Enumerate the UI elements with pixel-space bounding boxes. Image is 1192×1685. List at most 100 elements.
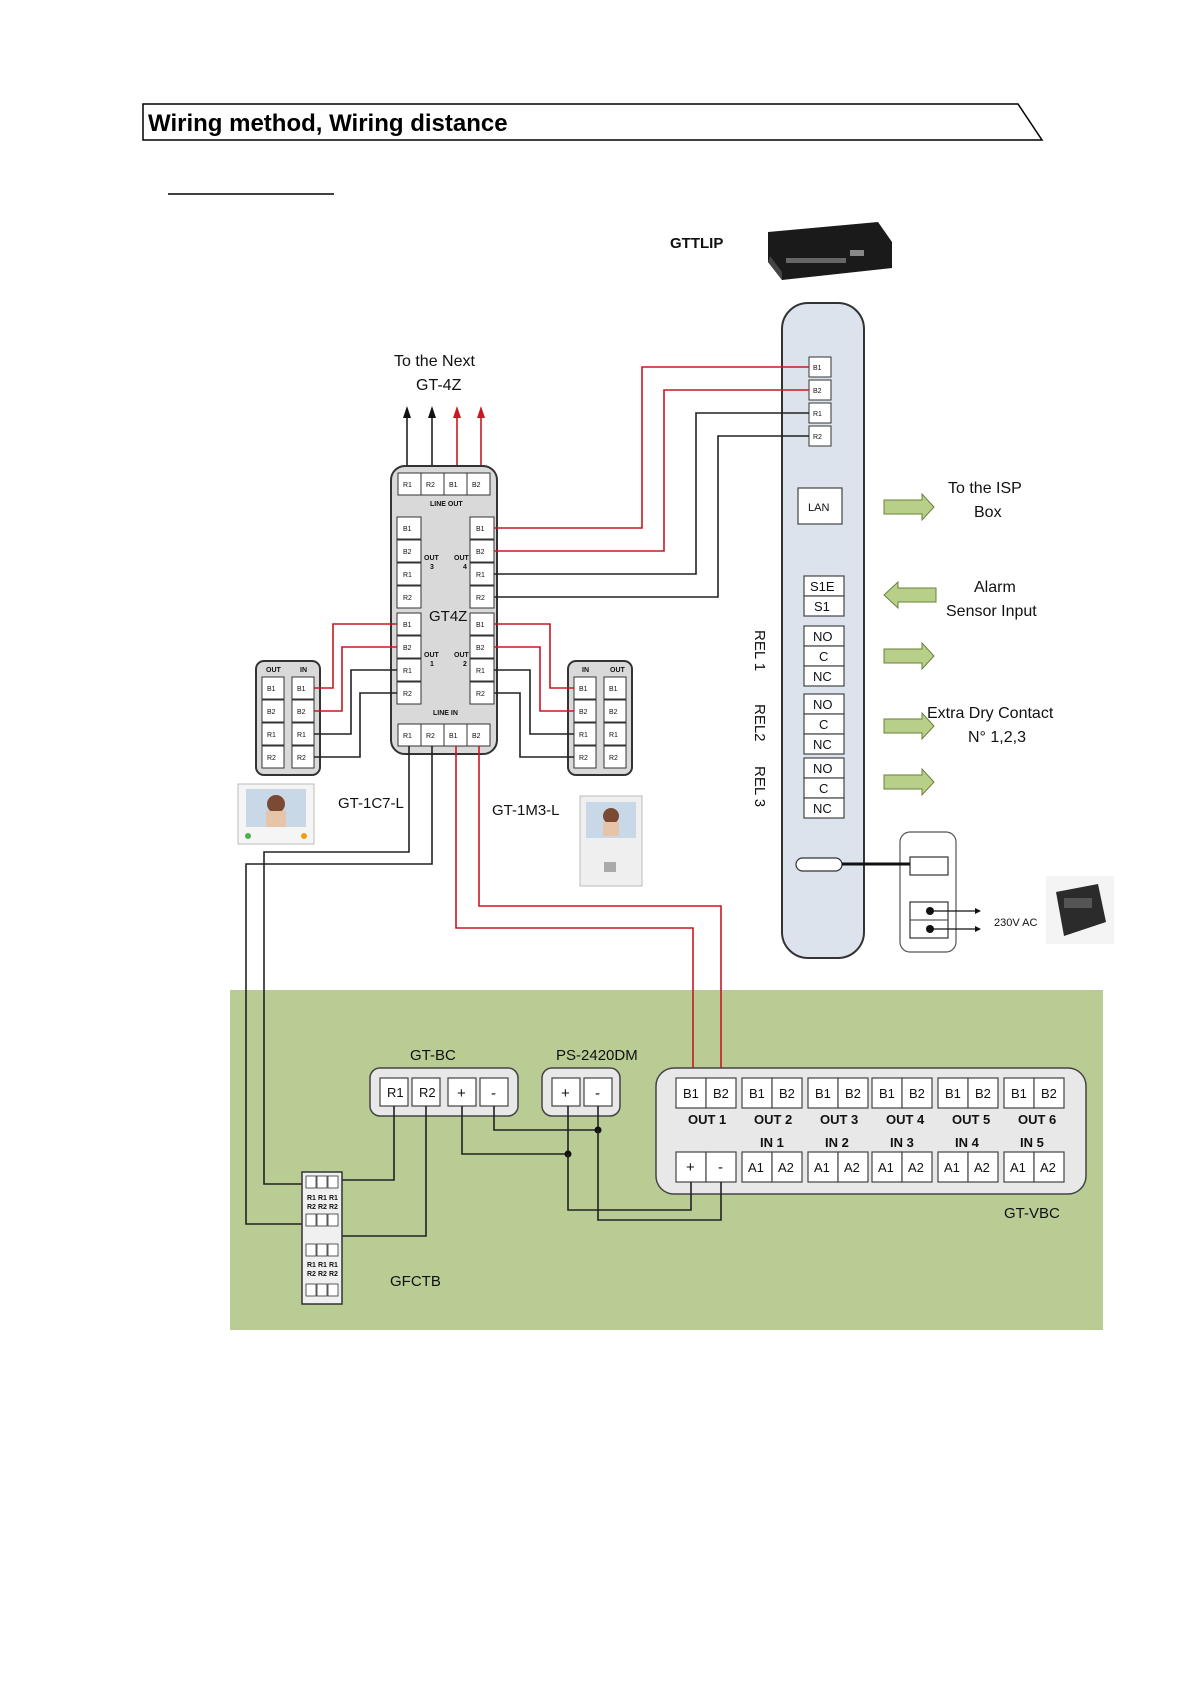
svg-text:R1: R1	[267, 732, 276, 739]
svg-text:R1: R1	[307, 1262, 316, 1269]
gfctb-device	[301, 1171, 343, 1305]
svg-text:B2: B2	[297, 709, 306, 716]
svg-text:B2: B2	[267, 709, 276, 716]
svg-text:R2: R2	[426, 733, 435, 740]
svg-text:B2: B2	[403, 549, 412, 556]
to-next-line2: GT-4Z	[416, 377, 462, 394]
gfctb-top-terminals: R1 R1 R1 R2 R2 R2	[305, 1175, 339, 1227]
svg-text:B1: B1	[449, 482, 458, 489]
right-block-in-label: IN	[582, 667, 589, 674]
out1-num: 1	[430, 661, 434, 668]
alarm-terminals: S1E S1	[803, 575, 845, 617]
svg-text:R2: R2	[297, 755, 306, 762]
svg-text:B1: B1	[813, 365, 822, 372]
svg-text:IN 4: IN 4	[955, 1135, 980, 1150]
svg-text:OUT 6: OUT 6	[1018, 1112, 1056, 1127]
rel1-label: REL 1	[751, 630, 768, 671]
svg-text:R1: R1	[476, 572, 485, 579]
svg-text:B2: B2	[472, 482, 481, 489]
rel3-label: REL 3	[751, 766, 768, 807]
gt4z-line-in-terminals: R1 R2 B1 B2	[397, 723, 491, 747]
svg-text:+: +	[457, 1085, 466, 1102]
out1-label: OUT	[424, 652, 440, 659]
svg-text:A1: A1	[1010, 1160, 1026, 1175]
svg-text:R1: R1	[297, 732, 306, 739]
svg-text:NO: NO	[813, 697, 833, 712]
right-block-out-label: OUT	[610, 667, 626, 674]
alarm-label-line2: Sensor Input	[946, 603, 1037, 620]
left-block-in-label: IN	[300, 667, 307, 674]
isp-label-line2: Box	[974, 504, 1002, 521]
svg-text:IN 3: IN 3	[890, 1135, 914, 1150]
svg-text:A1: A1	[944, 1160, 960, 1175]
lan-port[interactable]	[797, 487, 843, 525]
svg-text:A1: A1	[748, 1160, 764, 1175]
svg-text:OUT 3: OUT 3	[820, 1112, 858, 1127]
svg-text:A2: A2	[974, 1160, 990, 1175]
svg-text:R2: R2	[813, 434, 822, 441]
arrow-left-icon	[883, 580, 937, 610]
power-adapter-icon	[1046, 876, 1114, 944]
svg-text:B2: B2	[813, 388, 822, 395]
left-block-terminals: B1 B2 R1 R2 B1 B2 R1 R2	[261, 676, 315, 769]
svg-text:IN 2: IN 2	[825, 1135, 849, 1150]
out4-num: 4	[463, 564, 467, 571]
out2-num: 2	[463, 661, 467, 668]
page-title: Wiring method, Wiring distance	[148, 110, 508, 137]
svg-text:B1: B1	[945, 1086, 961, 1101]
right-block-terminals: B1 B2 R1 R2 B1 B2 R1 R2	[573, 676, 627, 769]
svg-text:A2: A2	[778, 1160, 794, 1175]
relay-3-terminals: NO C NC	[803, 757, 845, 819]
svg-text:R1: R1	[318, 1195, 327, 1202]
line-out-label: LINE OUT	[430, 501, 463, 508]
svg-text:B1: B1	[297, 686, 306, 693]
svg-text:R2: R2	[476, 595, 485, 602]
gt4z-label: GT4Z	[429, 608, 467, 625]
arrow-right-icon	[883, 767, 935, 797]
rel2-label: REL2	[751, 704, 768, 742]
svg-text:R2: R2	[267, 755, 276, 762]
isp-label-line1: To the ISP	[948, 480, 1022, 497]
gtvbc-out-labels: OUT 1 OUT 2 OUT 3 OUT 4 OUT 5 OUT 6	[688, 1112, 1056, 1127]
svg-text:S1E: S1E	[810, 579, 835, 594]
gt4z-right-terminals: B1 B2 R1 R2 B1 B2 R1 R2	[469, 516, 495, 705]
svg-text:A2: A2	[844, 1160, 860, 1175]
out4-label: OUT	[454, 555, 470, 562]
svg-text:B1: B1	[879, 1086, 895, 1101]
svg-text:B2: B2	[403, 645, 412, 652]
svg-text:R1: R1	[609, 732, 618, 739]
gtvbc-in-labels: IN 1 IN 2 IN 3 IN 4 IN 5	[760, 1135, 1044, 1150]
ps-terminals: + -	[551, 1077, 613, 1107]
svg-text:C: C	[819, 781, 828, 796]
svg-text:R2: R2	[318, 1271, 327, 1278]
gfctb-label: GFCTB	[390, 1273, 441, 1290]
svg-text:B2: B2	[609, 709, 618, 716]
gttlip-label: GTTLIP	[670, 235, 723, 252]
ps-label: PS-2420DM	[556, 1047, 638, 1064]
svg-text:A1: A1	[814, 1160, 830, 1175]
svg-text:C: C	[819, 717, 828, 732]
svg-text:+: +	[686, 1159, 695, 1176]
svg-text:B1: B1	[476, 526, 485, 533]
svg-text:R1: R1	[329, 1262, 338, 1269]
line-out-arrows	[403, 406, 485, 472]
svg-text:S1: S1	[814, 599, 830, 614]
out2-label: OUT	[454, 652, 470, 659]
svg-text:B1: B1	[267, 686, 276, 693]
svg-text:NC: NC	[813, 737, 832, 752]
left-block-out-label: OUT	[266, 667, 282, 674]
svg-text:R1: R1	[579, 732, 588, 739]
svg-text:B2: B2	[476, 549, 485, 556]
monitor-gt1m3l-icon	[579, 795, 643, 887]
gtvbc-label: GT-VBC	[1004, 1205, 1060, 1222]
gt1c7l-label: GT-1C7-L	[338, 795, 404, 812]
svg-text:B2: B2	[845, 1086, 861, 1101]
arrow-right-icon	[883, 641, 935, 671]
svg-text:R2: R2	[476, 691, 485, 698]
extra-contact-line2: N° 1,2,3	[968, 729, 1026, 746]
svg-text:R2: R2	[403, 691, 412, 698]
svg-text:B2: B2	[579, 709, 588, 716]
svg-text:R2: R2	[609, 755, 618, 762]
gtvbc-in-terminals: A1 A2 A1 A2 A1 A2 A1 A2 A1 A2	[741, 1151, 1065, 1183]
svg-text:NO: NO	[813, 761, 833, 776]
